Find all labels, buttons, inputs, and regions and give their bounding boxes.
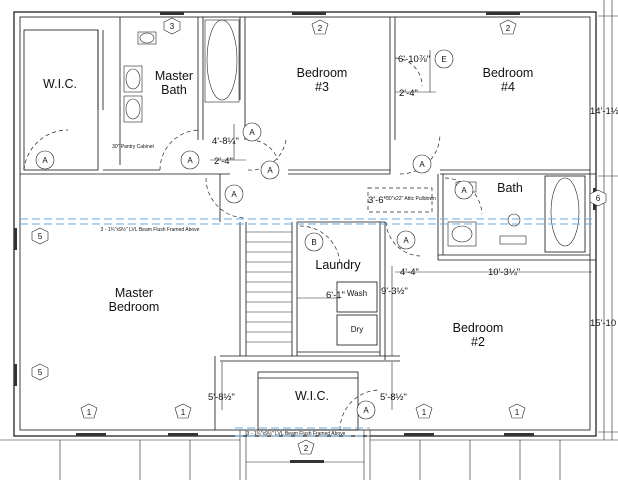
attic-pulldown (367, 187, 433, 213)
window-tag: 5 (38, 368, 43, 377)
room-label-bath: Bath (497, 181, 523, 195)
room-label-bedroom3-num: #3 (315, 80, 329, 94)
window-tag: 5 (38, 232, 43, 241)
dimension-label: 4'-8¼" (212, 136, 239, 147)
dimension-label: 15'-10 (590, 318, 616, 329)
window-tag: 1 (181, 408, 186, 417)
room-label-master-bedroom-2: Bedroom (109, 300, 160, 314)
door-tag: A (363, 406, 369, 415)
dimension-label: 4'-4" (400, 267, 419, 278)
dimension-label: 5'-8½" (380, 392, 407, 403)
appliance-label-wash: Wash (347, 289, 367, 298)
door-tag: A (249, 128, 255, 137)
dimension-label: 2'-4" (399, 88, 418, 99)
window-tag: 2 (318, 24, 323, 33)
fixtures (123, 19, 580, 247)
window-tag: 6 (596, 194, 601, 203)
room-label-bedroom2-num: #2 (471, 335, 485, 349)
interior-walls (20, 17, 596, 431)
room-label-laundry: Laundry (315, 258, 361, 272)
dimension-label: 2'-4" (214, 156, 233, 167)
room-label-bedroom2: Bedroom (453, 321, 504, 335)
window-tag: 3 (170, 22, 175, 31)
window-markers (14, 12, 596, 463)
window-tag: 1 (515, 408, 520, 417)
door-tag: B (311, 238, 316, 247)
dimension-label: 6'-1" (326, 290, 345, 301)
room-label-bedroom4: Bedroom (483, 66, 534, 80)
electrical-tag: E (441, 55, 446, 64)
door-tag: A (267, 166, 273, 175)
room-label-bedroom3: Bedroom (297, 66, 348, 80)
door-tag: A (187, 156, 193, 165)
room-label-master-bath: Master (155, 69, 193, 83)
lvl-beams (20, 218, 596, 437)
dimension-label: 6'-10⅞" (398, 54, 430, 65)
door-tag: A (461, 186, 467, 195)
room-label-master-bath-2: Bath (161, 83, 187, 97)
room-label-master-bedroom: Master (115, 286, 153, 300)
dimension-label: 3'-6" (368, 195, 387, 206)
note-beam-top: 3 - 1¾"x9½" LVL Beam Flush Framed Above (101, 226, 200, 233)
dimension-label: 9'-3½" (381, 286, 408, 297)
dimension-label: 14'-1½ (590, 106, 618, 117)
door-tag: A (42, 156, 48, 165)
window-tag: 2 (304, 444, 309, 453)
dimension-label: 10'-3¼" (488, 267, 520, 278)
stair-treads (246, 231, 292, 343)
appliance-label-dry: Dry (351, 325, 363, 334)
dimension-marks (210, 50, 592, 410)
room-label-wic-top: W.I.C. (43, 77, 77, 91)
door-tag: A (403, 236, 409, 245)
foundation-lines (0, 430, 618, 480)
note-beam-bottom: 3 - 1¾"x9½" LVL Beam Flush Framed Above (247, 430, 346, 437)
note-pantry: 30" Pantry Cabinet (112, 144, 154, 150)
dimension-label: 5'-8½" (208, 392, 235, 403)
window-tag: 1 (422, 408, 427, 417)
room-label-bedroom4-num: #4 (501, 80, 515, 94)
window-tag: 2 (506, 24, 511, 33)
window-tag: 1 (87, 408, 92, 417)
right-dimension-lines (598, 0, 618, 440)
tag-shapes (31, 17, 607, 455)
note-attic: 30"x22" Attic Pulldown (386, 196, 436, 202)
room-label-wic-bottom: W.I.C. (295, 389, 329, 403)
door-tag: A (419, 160, 425, 169)
door-tag: A (231, 190, 237, 199)
